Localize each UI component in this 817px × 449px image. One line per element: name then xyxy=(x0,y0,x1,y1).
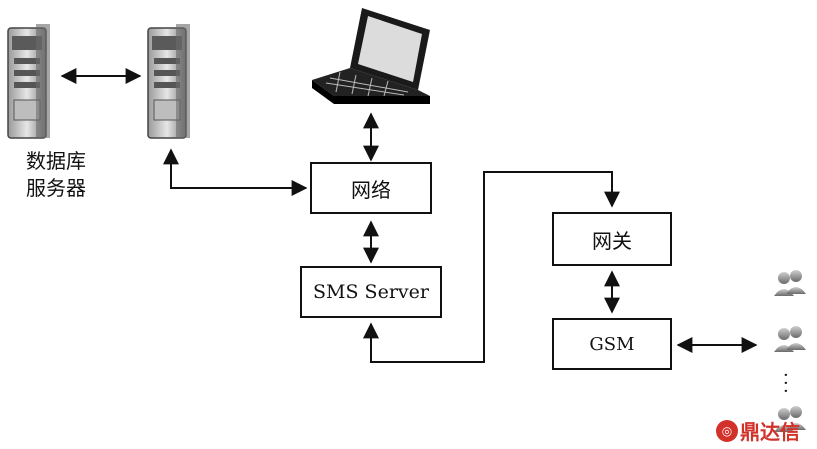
gateway-label: 网关 xyxy=(592,228,632,253)
network-node: 网络 xyxy=(310,162,432,214)
network-label: 网络 xyxy=(351,177,391,202)
user-group-icon xyxy=(774,326,806,352)
user-group-icon xyxy=(774,270,806,296)
sms-server-node: SMS Server xyxy=(300,266,442,318)
laptop-icon xyxy=(312,8,430,104)
link-server-network xyxy=(163,148,308,196)
gateway-node: 网关 xyxy=(552,212,672,266)
watermark-text: 鼎达信 xyxy=(740,420,800,444)
ellipsis-icon: ··· xyxy=(783,365,789,402)
gsm-label: GSM xyxy=(589,333,635,355)
sms-server-label: SMS Server xyxy=(313,281,429,303)
user-group-icon xyxy=(774,406,806,432)
db-server-label-line1: 数据库 xyxy=(26,149,86,173)
link-sms-gateway xyxy=(363,171,620,363)
watermark-logo: ◎ 鼎达信 xyxy=(716,416,800,445)
db-server-label-line2: 服务器 xyxy=(26,176,86,200)
db-server-label: 数据库 服务器 xyxy=(26,148,86,202)
server-icon xyxy=(147,24,190,139)
gsm-node: GSM xyxy=(552,318,672,370)
watermark-emblem-icon: ◎ xyxy=(716,419,738,442)
server-icon xyxy=(7,24,50,139)
